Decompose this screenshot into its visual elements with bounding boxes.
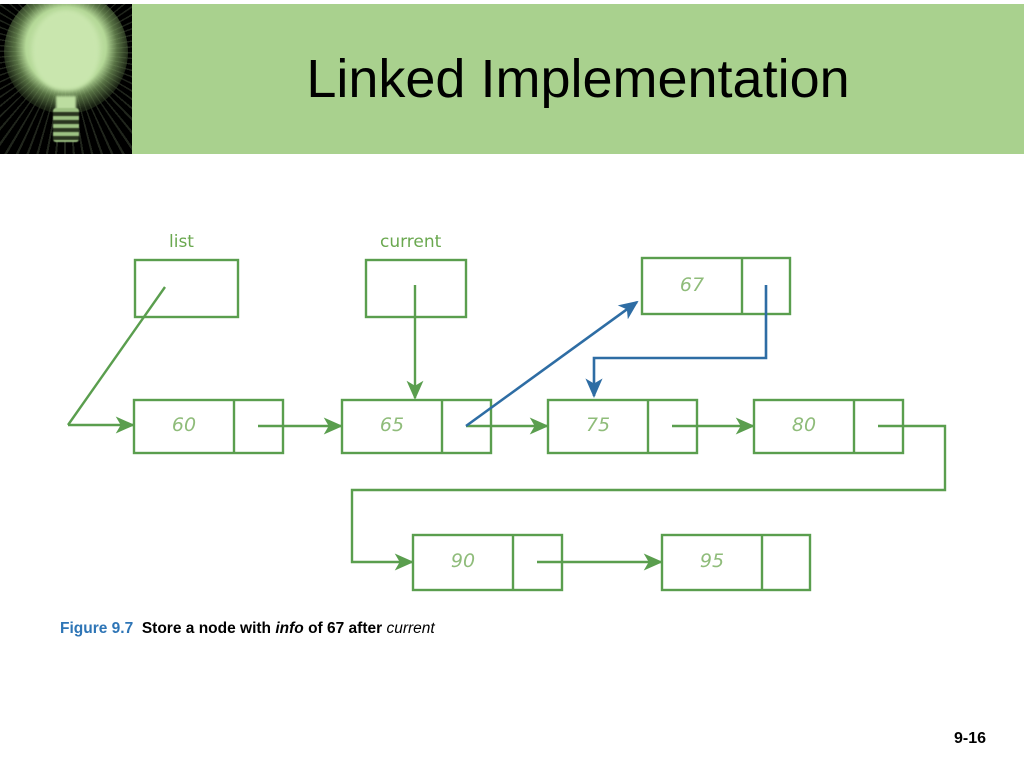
node-value-80: 80	[791, 414, 817, 436]
pointer-box-list	[133, 258, 240, 319]
lightbulb-icon	[0, 4, 132, 154]
page-title: Linked Implementation	[306, 49, 850, 109]
lightbulb-body	[33, 10, 99, 90]
figure-caption: Figure 9.7 Store a node with info of 67 …	[60, 620, 435, 638]
node-value-67: 67	[679, 274, 705, 296]
pointer-label-list: list	[169, 232, 194, 252]
slide-header: Linked Implementation	[0, 0, 1024, 158]
figure-number: Figure 9.7	[60, 620, 134, 637]
pointer-label-current: current	[380, 232, 442, 252]
edge-80-to-90	[350, 424, 947, 571]
caption-emphasis-info: info	[275, 620, 304, 637]
caption-emphasis-current: current	[386, 620, 435, 637]
edge-65-to-67-new	[465, 300, 639, 428]
caption-text-middle: of 67 after	[308, 620, 383, 637]
lightbulb-base	[53, 108, 79, 142]
page-number: 9-16	[953, 730, 986, 747]
node-value-60: 60	[171, 414, 197, 436]
node-box-67	[640, 256, 792, 316]
node-value-90: 90	[450, 550, 476, 572]
edge-list-to-60	[67, 286, 166, 426]
node-value-75: 75	[585, 414, 611, 436]
node-value-65: 65	[379, 414, 405, 436]
header-band	[0, 4, 1024, 154]
edge-67-to-75-new	[585, 285, 768, 398]
node-value-95: 95	[699, 550, 725, 572]
caption-text-before: Store a node with	[141, 620, 272, 637]
